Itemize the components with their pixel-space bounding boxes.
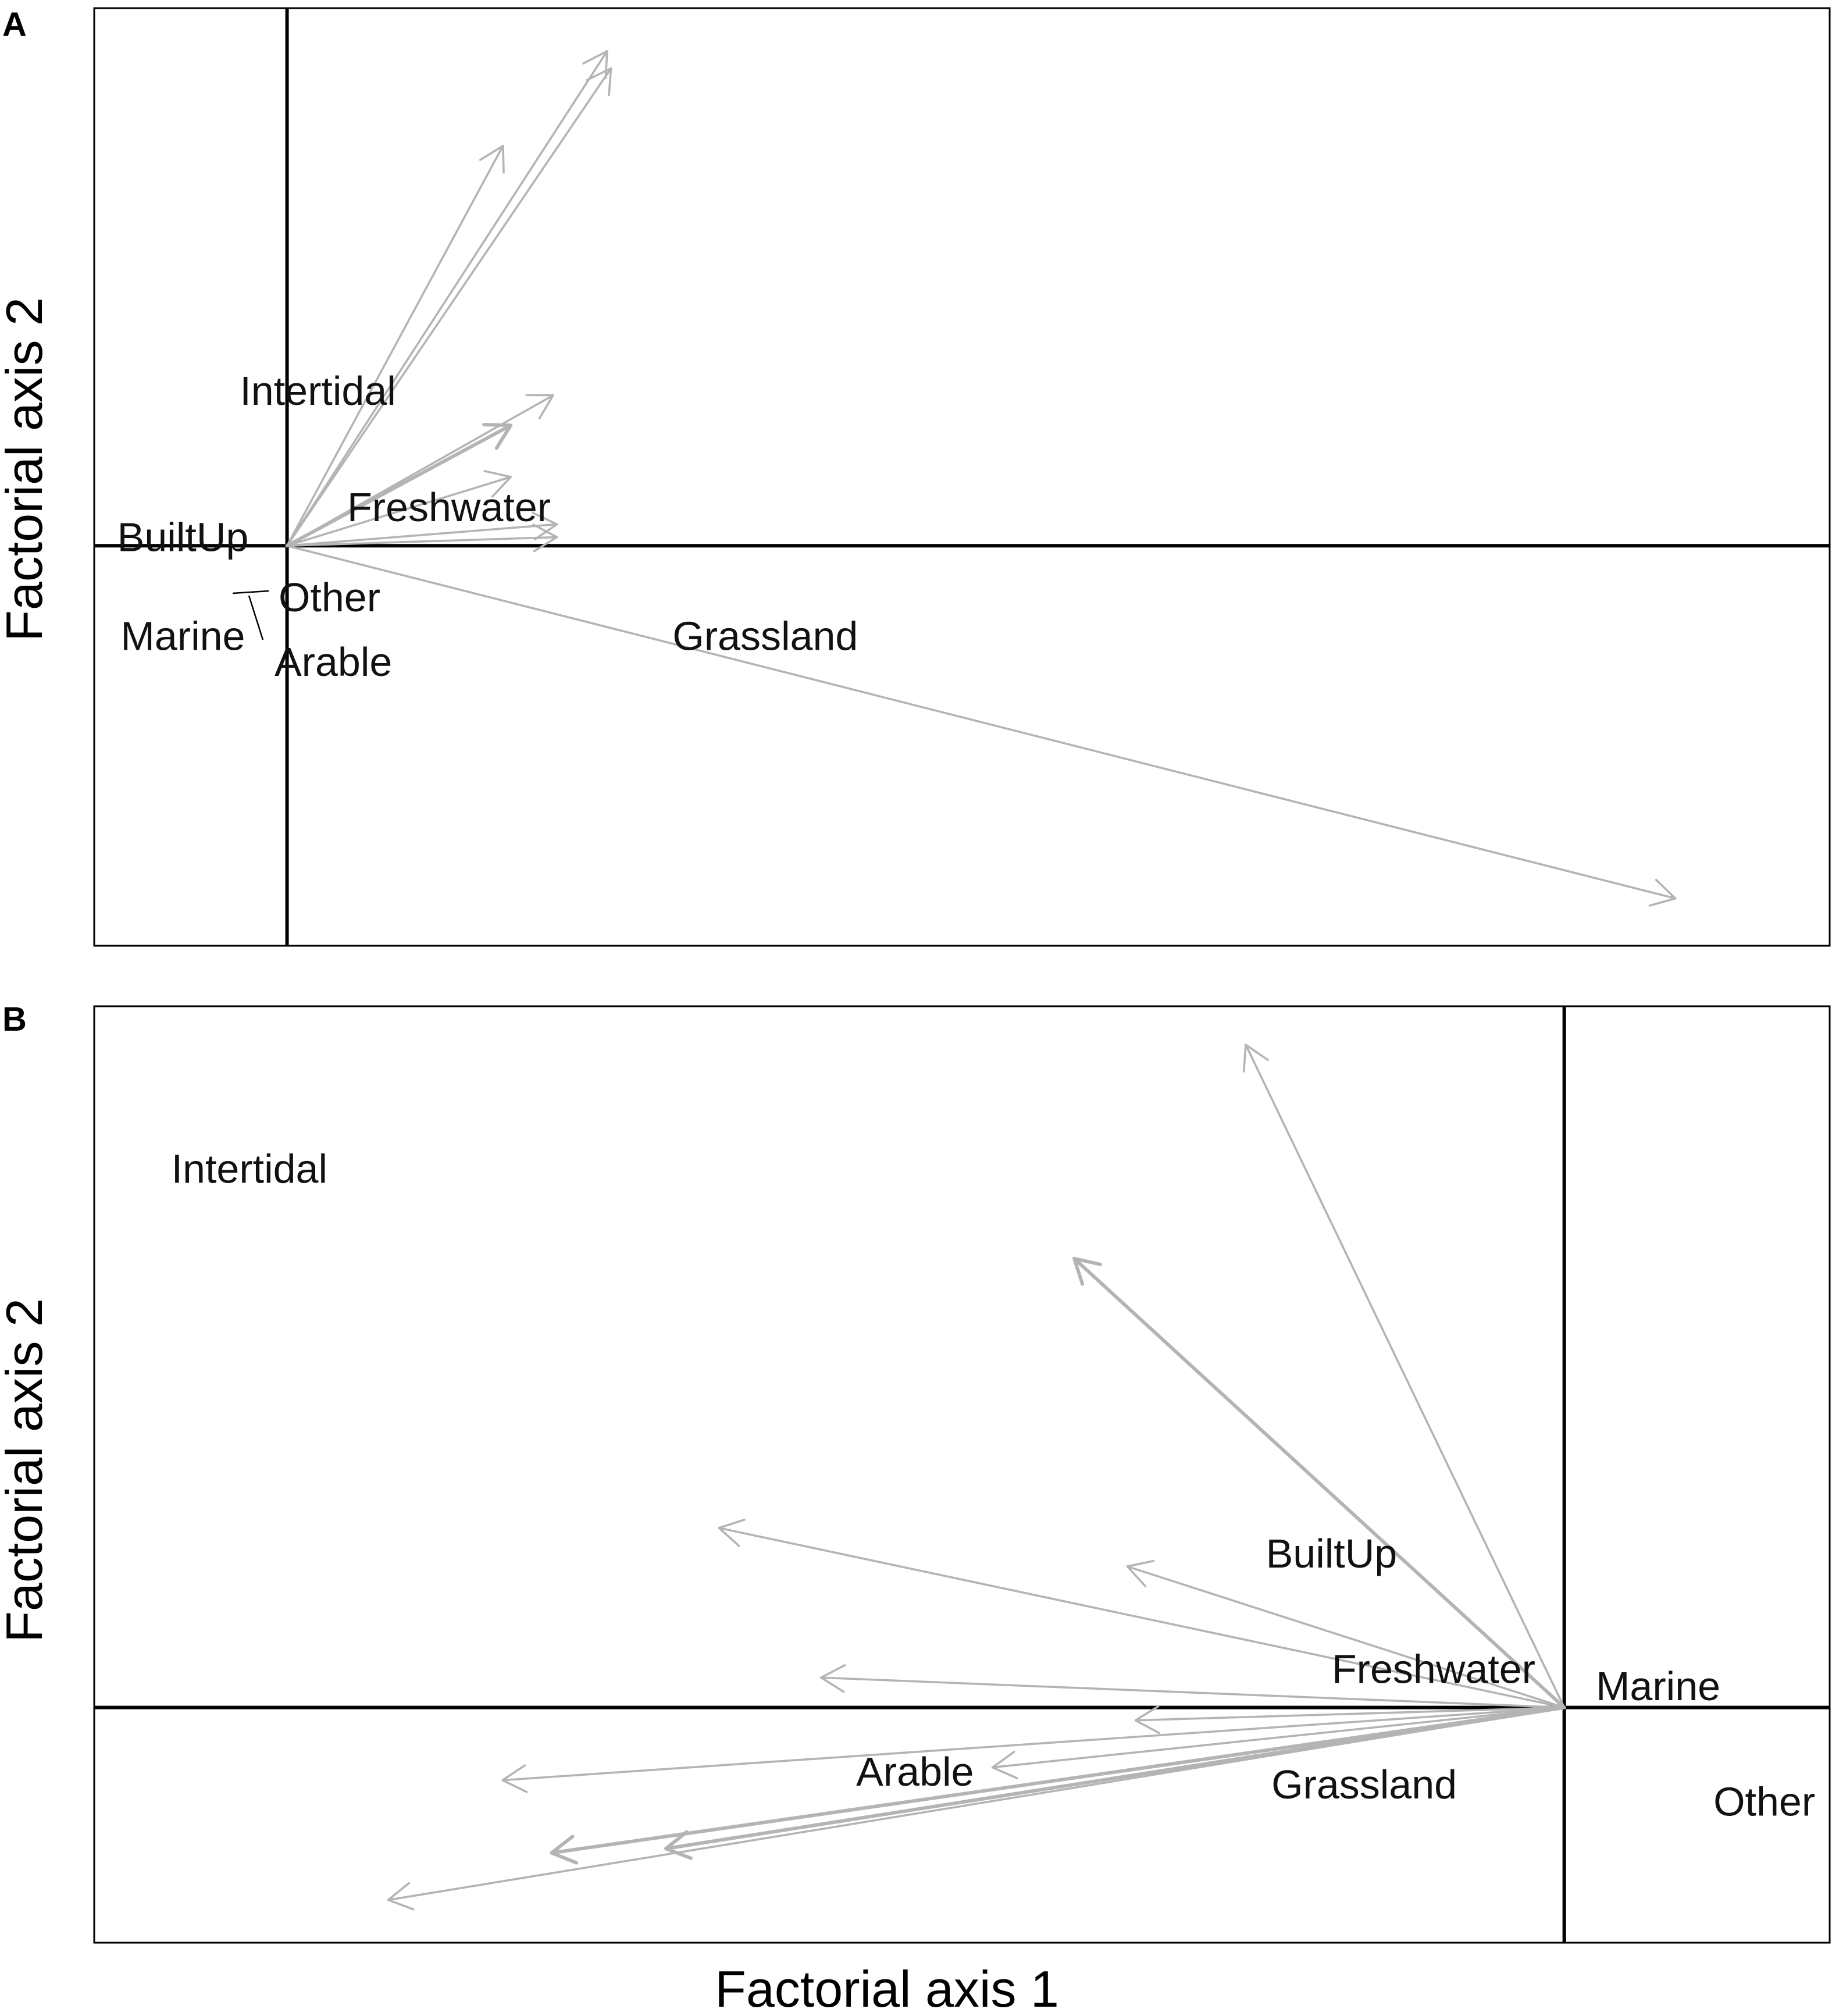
- panel-a-label-leader-other: [232, 590, 269, 594]
- panel-b-arrow-8: [501, 1706, 1566, 1793]
- panel-a: A Factorial axis 2 IntertidalFreshwaterB…: [0, 6, 1831, 947]
- panel-b-letter: B: [2, 1000, 27, 1038]
- panel-b-category-label-builtup: BuiltUp: [1266, 1531, 1398, 1576]
- panel-b-arrow-7: [991, 1706, 1566, 1779]
- panel-a-arrow-7: [286, 511, 558, 547]
- panel-b-arrow-6: [1134, 1705, 1566, 1734]
- panel-a-label-leader-arable: [248, 595, 264, 640]
- panel-a-category-label-freshwater: Freshwater: [347, 485, 551, 530]
- panel-a-category-label-grassland: Grassland: [672, 614, 858, 659]
- panel-a-category-label-marine: Marine: [121, 614, 245, 659]
- panel-a-letter: A: [2, 6, 27, 44]
- panel-b-category-label-marine: Marine: [1596, 1664, 1720, 1709]
- panel-b-category-label-grassland: Grassland: [1271, 1762, 1457, 1807]
- panel-b-category-label-other: Other: [1713, 1779, 1815, 1824]
- panel-a-arrow-2: [286, 67, 612, 547]
- panel-b-arrow-9: [550, 1705, 1566, 1865]
- panel-b-category-label-intertidal: Intertidal: [172, 1146, 327, 1191]
- panel-a-category-label-intertidal: Intertidal: [240, 368, 395, 414]
- panel-b: B Factorial axis 2 IntertidalBuiltUpFres…: [0, 1000, 1831, 1944]
- panel-a-arrow-9: [286, 544, 1677, 907]
- panel-a-category-label-other: Other: [279, 575, 380, 620]
- panel-a-plot-frame: [93, 7, 1831, 947]
- panel-a-arrow-3: [286, 144, 505, 547]
- panel-b-arrow-11: [387, 1706, 1566, 1911]
- panel-b-arrow-4: [1126, 1559, 1566, 1709]
- panel-a-arrow-5: [285, 423, 513, 548]
- panel-a-y-axis-label: Factorial axis 2: [0, 297, 53, 642]
- panel-a-arrow-1: [286, 50, 608, 547]
- panel-b-arrow-3: [718, 1519, 1566, 1709]
- panel-a-category-label-builtup: BuiltUp: [117, 515, 249, 560]
- panel-b-plot-frame: [93, 1005, 1831, 1944]
- panel-b-category-label-freshwater: Freshwater: [1332, 1646, 1535, 1691]
- panel-a-arrow-6: [286, 470, 512, 547]
- x-axis-label: Factorial axis 1: [715, 1960, 1059, 2016]
- panel-b-category-label-arable: Arable: [856, 1749, 974, 1794]
- panel-a-arrow-8: [286, 523, 558, 553]
- panel-a-category-label-arable: Arable: [275, 639, 392, 685]
- panel-b-arrow-2: [1072, 1256, 1566, 1709]
- panel-b-arrow-1: [1242, 1043, 1566, 1709]
- panel-b-y-axis-label: Factorial axis 2: [0, 1298, 53, 1643]
- panel-b-arrow-5: [819, 1664, 1566, 1709]
